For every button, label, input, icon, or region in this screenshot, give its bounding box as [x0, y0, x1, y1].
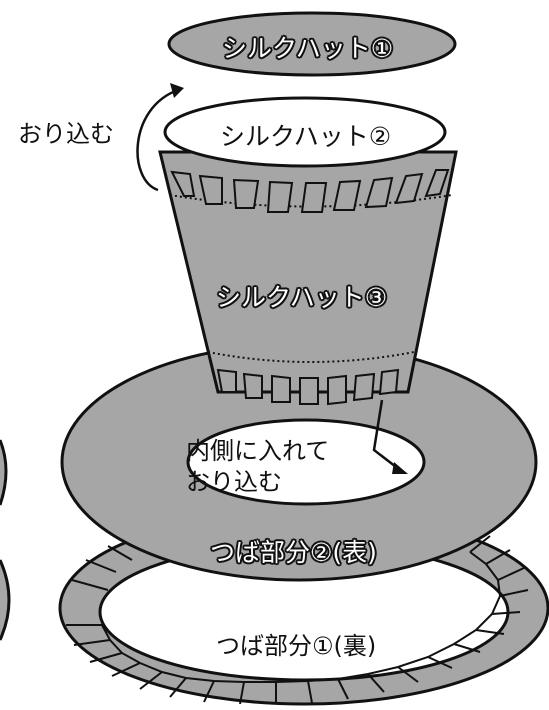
brim-2-label: つば部分②(表): [210, 538, 377, 567]
brim-1-tab-lines: [66, 535, 529, 705]
left-partial-piece-upper: [0, 439, 8, 506]
brim-2-ring: [60, 342, 538, 582]
insert-label-line2: おり込む: [186, 468, 282, 496]
fold-in-arrow: [136, 88, 179, 192]
insert-arrow: [372, 399, 401, 471]
left-partial-piece-lower: [0, 559, 11, 641]
insert-arrowhead: [392, 462, 408, 474]
hat-1-top: [167, 11, 457, 77]
hat-1-label: シルクハット①: [222, 34, 394, 63]
fold-in-label: おり込む: [18, 120, 114, 148]
hat-3-bottom-tabs: [216, 368, 400, 406]
hat-3-bottom-fold-line: [207, 351, 415, 363]
insert-label-line1: 内側に入れて: [186, 437, 330, 465]
brim-1-label: つば部分①(裏): [216, 632, 377, 660]
hat-3-label: シルクハット③: [216, 283, 388, 312]
fold-in-arrowhead: [170, 83, 184, 98]
brim-1-tab-edge: [101, 551, 502, 683]
hat-2-top: [163, 96, 447, 168]
hat-3-top-tabs: [170, 169, 450, 213]
hat-2-label: シルクハット②: [220, 122, 392, 151]
